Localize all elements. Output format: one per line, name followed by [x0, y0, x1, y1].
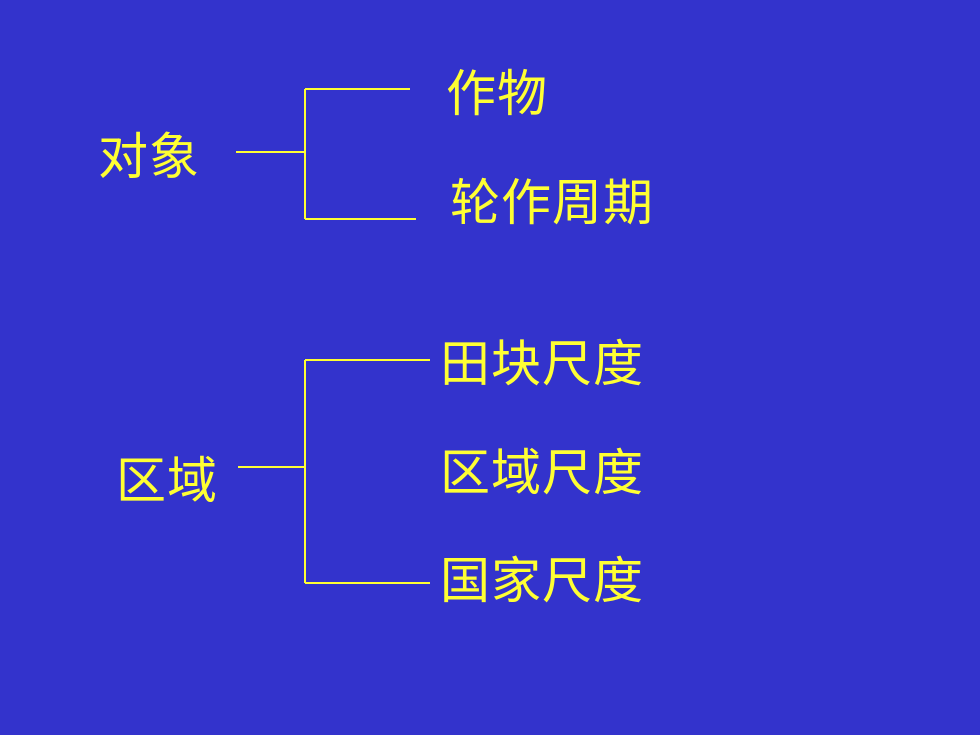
group2-item-national-scale: 国家尺度	[440, 552, 644, 610]
group1-item-crop: 作物	[446, 65, 548, 123]
group2-root-label: 区域	[116, 452, 218, 510]
group1-root-label: 对象	[98, 128, 200, 186]
group1-item-rotation-period: 轮作周期	[450, 174, 654, 232]
group2-item-field-scale: 田块尺度	[440, 335, 644, 393]
group2-item-regional-scale: 区域尺度	[440, 444, 644, 502]
